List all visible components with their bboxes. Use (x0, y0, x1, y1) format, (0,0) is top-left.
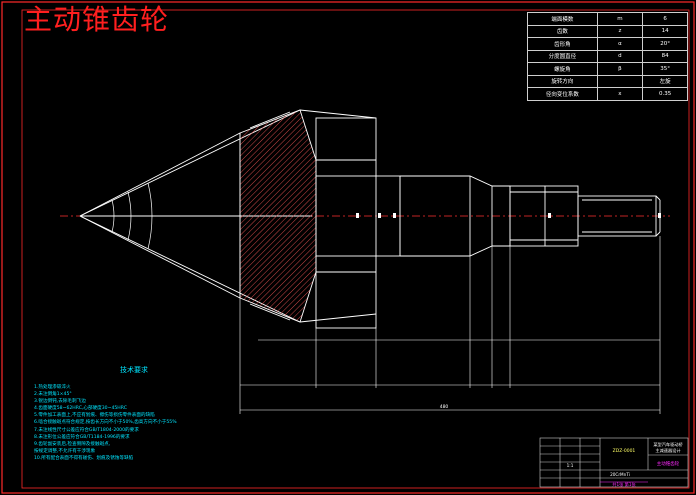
param-value: 84 (642, 49, 688, 63)
gear-section-hatch (239, 109, 317, 323)
param-symbol: α (596, 37, 644, 51)
param-name: 螺旋角 (527, 62, 598, 76)
requirement-item: 4.齿面硬度58~62HRC,心部硬度30~45HRC (34, 406, 127, 412)
param-name: 径向变位系数 (527, 87, 598, 101)
angle-marks (111, 182, 153, 250)
requirement-item: 1.热处理渗碳淬火 (34, 385, 71, 390)
dimension-lines (239, 236, 661, 414)
dimension-overall: 480 (440, 404, 449, 410)
param-row: 齿数 z 14 (527, 24, 688, 38)
technical-requirements-list: 1.热处理渗碳淬火 2.未注倒角1×45° 3.锐边倒钝,去除毛刺飞边 4.齿面… (34, 384, 274, 462)
tb-sheet: 共1张 第1张 (612, 481, 636, 488)
param-row: 齿形角 α 20° (527, 37, 688, 51)
requirement-item: 按规定调整,不允许有干涉现象 (34, 448, 96, 454)
inner-frame (21, 9, 690, 489)
center-markers (356, 213, 661, 218)
technical-requirements-title: 技术要求 (120, 366, 148, 374)
requirement-item: 6.啮合接触斑点符合规定,按齿长方向不小于50%,齿高方向不小于55% (34, 420, 177, 426)
param-row: 螺旋角 β 35° (527, 62, 688, 76)
param-value: 6 (642, 12, 688, 26)
param-symbol: x (596, 87, 644, 101)
gear-face-lines (239, 109, 377, 323)
requirement-item: 3.锐边倒钝,去除毛刺飞边 (34, 399, 86, 405)
tb-scale: 1:1 (567, 463, 574, 468)
param-row: 端面模数 m 6 (527, 12, 688, 26)
param-name: 齿形角 (527, 37, 598, 51)
requirement-item: 5.零件加工表面上,不应有划痕、擦伤等损伤零件表面的缺陷 (34, 413, 155, 419)
tb-part: 主动锥齿轮 (657, 460, 680, 467)
param-name: 齿数 (527, 24, 598, 38)
tb-name-line-2: 主减速器设计 (655, 447, 680, 454)
requirement-item: 7.未注线性尺寸公差应符合GB/T1804-2000的要求 (34, 427, 139, 433)
title-block (539, 437, 689, 488)
param-value: 左旋 (642, 74, 688, 88)
shaft-outline (315, 117, 661, 329)
param-value: 14 (642, 24, 688, 38)
param-symbol: z (596, 24, 644, 38)
tb-name-line-1: 某型汽车驱动桥 (653, 441, 683, 448)
param-row: 旋转方向 左旋 (527, 74, 688, 88)
requirement-item: 8.未注形位公差应符合GB/T1184-1996的要求 (34, 434, 130, 440)
param-value: 20° (642, 37, 688, 51)
tb-drawing-no: ZDZ-0001 (613, 448, 636, 454)
drawing-title: 主动锥齿轮 (24, 3, 170, 36)
param-value: 0.35 (642, 87, 688, 101)
parameter-table: 端面模数 m 6 齿数 z 14 齿形角 α 20° 分度圆直径 d 84 螺旋… (527, 12, 688, 101)
param-symbol: d (596, 49, 644, 63)
param-name: 端面模数 (527, 12, 598, 26)
param-name: 旋转方向 (527, 74, 598, 88)
requirement-item: 9.齿轮副安装后,检查侧隙及接触斑点, (34, 441, 111, 447)
param-name: 分度圆直径 (527, 49, 598, 63)
param-symbol: β (596, 62, 644, 76)
param-row: 径向变位系数 x 0.35 (527, 87, 688, 101)
param-value: 35° (642, 62, 688, 76)
param-symbol: m (596, 12, 644, 26)
param-row: 分度圆直径 d 84 (527, 49, 688, 63)
tb-material: 20CrMnTi (610, 472, 630, 477)
param-symbol (596, 74, 644, 88)
requirement-item: 2.未注倒角1×45° (34, 392, 72, 398)
requirement-item: 10.所有配合表面不得有碰伤、划痕及锈蚀等缺陷 (34, 455, 134, 461)
